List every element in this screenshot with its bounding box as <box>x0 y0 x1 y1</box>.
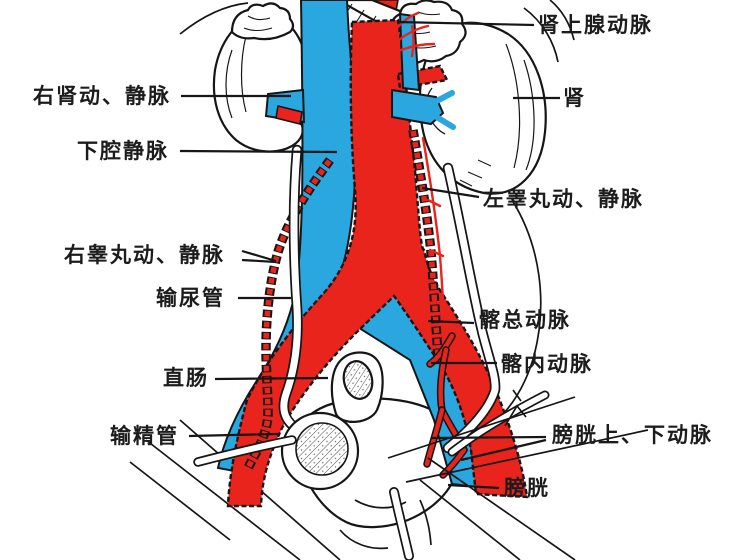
label-left-testicular-vessels: 左睾丸动、静脉 <box>483 186 644 211</box>
label-right-testicular-vessels: 右睾丸动、静脉 <box>64 242 225 267</box>
adrenal-artery-twigs <box>395 11 436 58</box>
left-adrenal-gland <box>230 2 295 41</box>
right-renal-artery <box>275 105 303 125</box>
label-vesical-arteries: 膀胱上、下动脉 <box>552 422 713 447</box>
vas-loop-ring <box>280 411 360 491</box>
label-rectum: 直肠 <box>163 365 209 390</box>
leader-lines <box>179 20 560 490</box>
label-vas-deferens: 输精管 <box>110 423 179 448</box>
right-testicular-vessels-shape <box>243 157 334 471</box>
urethra-shape <box>389 487 414 560</box>
pelvic-brim-lines <box>387 389 649 560</box>
label-right-renal-vessels: 右肾动、静脉 <box>33 83 171 108</box>
label-bladder: 膀胱 <box>504 475 550 500</box>
left-testicular-vessels-shape <box>408 129 448 358</box>
rectum-shape <box>330 351 384 423</box>
left-ureter-shape <box>442 162 501 454</box>
label-internal-iliac-artery: 髂内动脉 <box>501 351 593 376</box>
right-ureter-shape <box>278 144 306 436</box>
renal-adrenal-veins <box>391 12 456 130</box>
label-kidney: 肾 <box>563 85 586 110</box>
label-ureter: 输尿管 <box>156 285 225 310</box>
left-kidney <box>212 2 308 153</box>
label-common-iliac-artery: 髂总动脉 <box>479 307 571 332</box>
label-inferior-vena-cava: 下腔静脉 <box>77 138 169 163</box>
label-adrenal-artery: 肾上腺动脉 <box>538 12 653 37</box>
